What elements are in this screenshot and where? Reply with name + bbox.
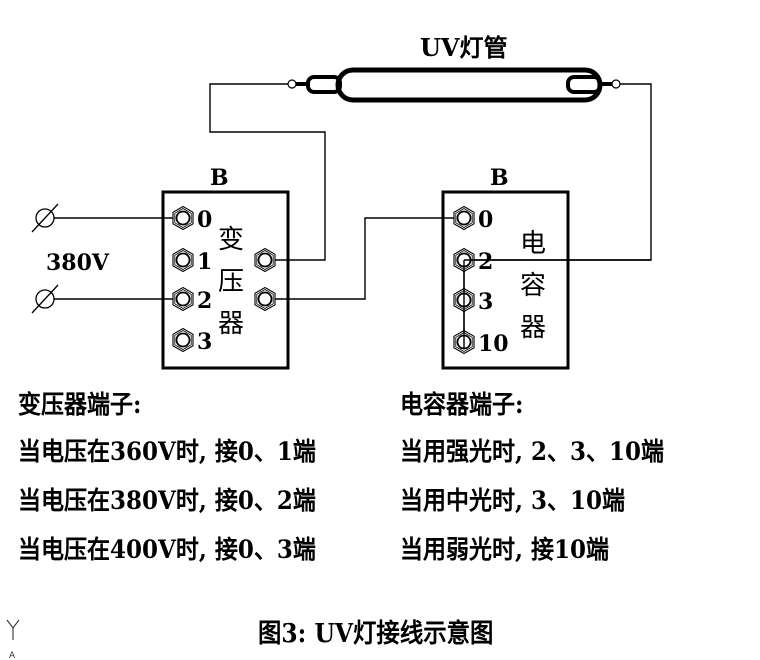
transformer-notes-heading: 变压器端子: (18, 390, 142, 419)
transformer-box (161, 190, 290, 370)
transformer-terminal-1 (172, 247, 194, 273)
transformer-output-terminal-upper (254, 247, 276, 273)
supply-terminals (31, 203, 59, 314)
lamp-left-cap (306, 75, 342, 94)
ucs-origin-label: A (9, 651, 16, 660)
transformer-name-char-2: 压 (218, 267, 244, 297)
transformer-terminal-label: 0 (197, 207, 212, 233)
capacitor-note-line: 当用强光时, 2、3、10端 (400, 437, 665, 466)
transformer-terminal-label: 1 (197, 249, 212, 275)
transformer-top-label: B (210, 165, 229, 191)
capacitor-name-char-2: 容 (520, 271, 546, 301)
transformer-name-char-3: 器 (218, 309, 244, 339)
capacitor-terminal-label: 3 (478, 289, 493, 315)
transformer-terminal-label: 3 (197, 329, 212, 355)
transformer-name-char-1: 变 (218, 225, 244, 255)
supply-voltage-label: 380V (46, 250, 110, 276)
capacitor-note-line: 当用弱光时, 接10端 (400, 535, 610, 564)
capacitor-top-label: B (490, 165, 509, 191)
capacitor-terminal-label: 10 (478, 331, 509, 357)
ucs-icon: A (6, 619, 20, 660)
capacitor-name-char-3: 器 (520, 313, 546, 343)
capacitor-terminals: 0 2 3 10 (453, 205, 651, 357)
capacitor-name-char-1: 电 (520, 229, 546, 259)
transformer-terminal-label: 2 (197, 288, 212, 314)
wires (54, 83, 652, 350)
wire-lamp-left-to-transformer (209, 83, 326, 261)
supply-terminal-1-slash (31, 203, 59, 233)
supply-terminal-2-slash (31, 284, 59, 314)
lamp-right-terminal (611, 79, 621, 89)
lamp-body (335, 67, 603, 103)
capacitor-note-line: 当用中光时, 3、10端 (400, 486, 626, 515)
transformer-terminal-2 (172, 286, 194, 312)
ucs-y-axis-icon (6, 619, 20, 629)
transformer-note-line: 当电压在360V时, 接0、1端 (18, 437, 316, 466)
transformer-terminal-0 (172, 205, 194, 231)
uv-lamp-tube (287, 67, 621, 103)
capacitor-terminal-label: 0 (478, 207, 493, 233)
capacitor-box (441, 190, 570, 370)
capacitor-terminal-label: 2 (478, 249, 493, 275)
transformer-note-line: 当电压在400V时, 接0、3端 (18, 535, 316, 564)
transformer-terminal-3 (172, 327, 194, 353)
transformer-note-line: 当电压在380V时, 接0、2端 (18, 486, 316, 515)
lamp-right-cap (566, 75, 602, 94)
lamp-left-terminal (287, 79, 297, 89)
transformer-output-terminal-lower (254, 286, 276, 312)
wire-transformer-to-capacitor-0 (272, 217, 455, 300)
figure-caption: 图3: UV灯接线示意图 (258, 619, 494, 649)
transformer-terminals: 0 1 2 3 (172, 205, 276, 355)
capacitor-terminal-0 (453, 205, 475, 231)
lamp-label: UV灯管 (420, 33, 508, 62)
capacitor-notes-heading: 电容器端子: (400, 390, 524, 419)
